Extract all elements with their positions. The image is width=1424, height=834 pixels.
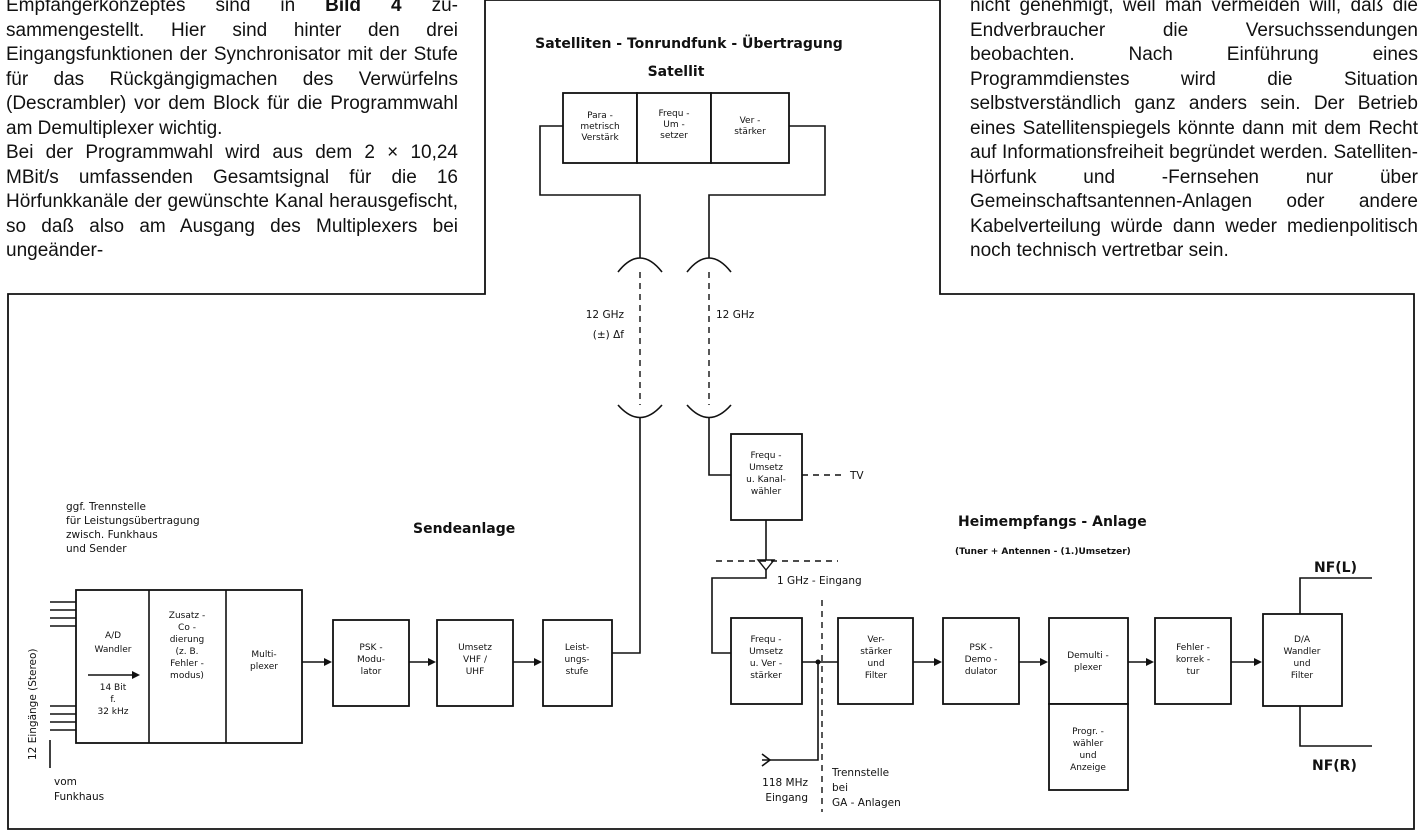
tx-arrow-3 (534, 658, 542, 666)
tx-arrow-1 (324, 658, 332, 666)
118mhz-connector-icon (761, 753, 772, 767)
demultiplexer-block (1048, 617, 1129, 705)
zusatz-coding-label: Zusatz -Co -dierung(z. B.Fehler -modus) (169, 611, 205, 681)
input-lines (50, 601, 76, 731)
rx-arrow-5 (1254, 658, 1262, 666)
junction-icon (756, 559, 776, 572)
left-line1-suffix: zu- (401, 0, 458, 16)
error-correction-label: Fehler -korrek -tur (1176, 643, 1210, 677)
heimempfang-label: Heimempfangs - Anlage (958, 514, 1147, 530)
psk-modulator-block (332, 619, 410, 707)
tx-group-dividers (148, 590, 227, 743)
rx-channel-selector-block (730, 433, 803, 521)
psk-modulator-label: PSK -Modu-lator (357, 643, 385, 677)
left-paragraph-2: Bei der Programmwahl wird aus dem 2 × 10… (6, 142, 458, 261)
power-stage-label: Leist-ungs-stufe (564, 643, 589, 677)
article-column-left: Empfängerkonzeptes sind in Bild 4 zu- sa… (6, 0, 458, 264)
nf-right-line (1299, 706, 1372, 747)
article-column-right: nicht genehmigt, weil man vermeiden will… (970, 0, 1418, 264)
rx-feed-line (708, 418, 731, 476)
figure-reference: Bild 4 (325, 0, 402, 16)
program-selector-block (1048, 703, 1129, 791)
da-converter-block (1262, 613, 1343, 707)
inputs-label: 12 Eingänge (Stereo) (27, 648, 39, 760)
sat-freq-converter-block (636, 92, 712, 164)
rx-arrow-2 (934, 658, 942, 666)
ad-arrowhead (132, 671, 140, 679)
psk-demodulator-block (942, 617, 1020, 705)
sat-tx-antenna-icon (686, 257, 732, 273)
demultiplexer-label: Demulti -plexer (1067, 651, 1109, 673)
diagram-title: Satelliten - Tonrundfunk - Übertragung (535, 34, 843, 52)
nf-left-label: NF(L) (1314, 560, 1357, 576)
rx-arrow-3 (1040, 658, 1048, 666)
rx-ground-antenna-icon (686, 404, 732, 419)
psk-demodulator-label: PSK -Demo -dulator (965, 643, 998, 677)
power-stage-block (542, 619, 613, 707)
right-paragraph: nicht genehmigt, weil man vermeiden will… (970, 0, 1418, 261)
sat-tx-line (708, 125, 826, 258)
nf-right-label: NF(R) (1312, 758, 1357, 774)
nf-left-line (1299, 577, 1372, 614)
tx-ground-antenna-icon (617, 404, 663, 419)
heimempfang-sub-label: (Tuner + Antennen - (1.)Umsetzer) (955, 547, 1131, 557)
rx-arrow-4 (1146, 658, 1154, 666)
error-correction-block (1154, 617, 1232, 705)
sat-rx-line (539, 125, 641, 258)
downlink-freq-label: 12 GHz (716, 309, 755, 321)
sat-param-amp-block (562, 92, 638, 164)
vhf-uhf-converter-block (436, 619, 514, 707)
sat-amplifier-block (710, 92, 790, 164)
satellite-label: Satellit (648, 64, 705, 80)
rx-1ghz-line (711, 570, 767, 654)
tx-coding-group (75, 589, 303, 744)
1ghz-input-label: 1 GHz - Eingang (777, 575, 862, 587)
sat-amplifier-label: Ver -stärker (734, 116, 766, 137)
left-paragraph-1: Empfängerkonzeptes sind in Bild 4 zu- sa… (6, 0, 458, 141)
sat-rx-antenna-icon (617, 257, 663, 273)
uplink-freq-label: 12 GHz(±) Δf (586, 309, 625, 341)
left-line1-prefix: Empfängerkonzeptes sind in (6, 0, 326, 16)
tx-arrow-2 (428, 658, 436, 666)
rx-freq-converter-block (730, 617, 803, 705)
tx-feed-line (612, 418, 641, 654)
left-paragraph-1-rest: sammengestellt. Hier sind hinter den dre… (6, 19, 458, 139)
sendeanlage-label: Sendeanlage (413, 521, 515, 537)
sat-freq-converter-label: Frequ -Um -setzer (658, 109, 689, 141)
118mhz-line (762, 662, 819, 761)
multiplexer-label: Multi-plexer (250, 650, 278, 672)
rx-amp-filter-block (837, 617, 914, 705)
tv-label: TV (849, 470, 864, 482)
